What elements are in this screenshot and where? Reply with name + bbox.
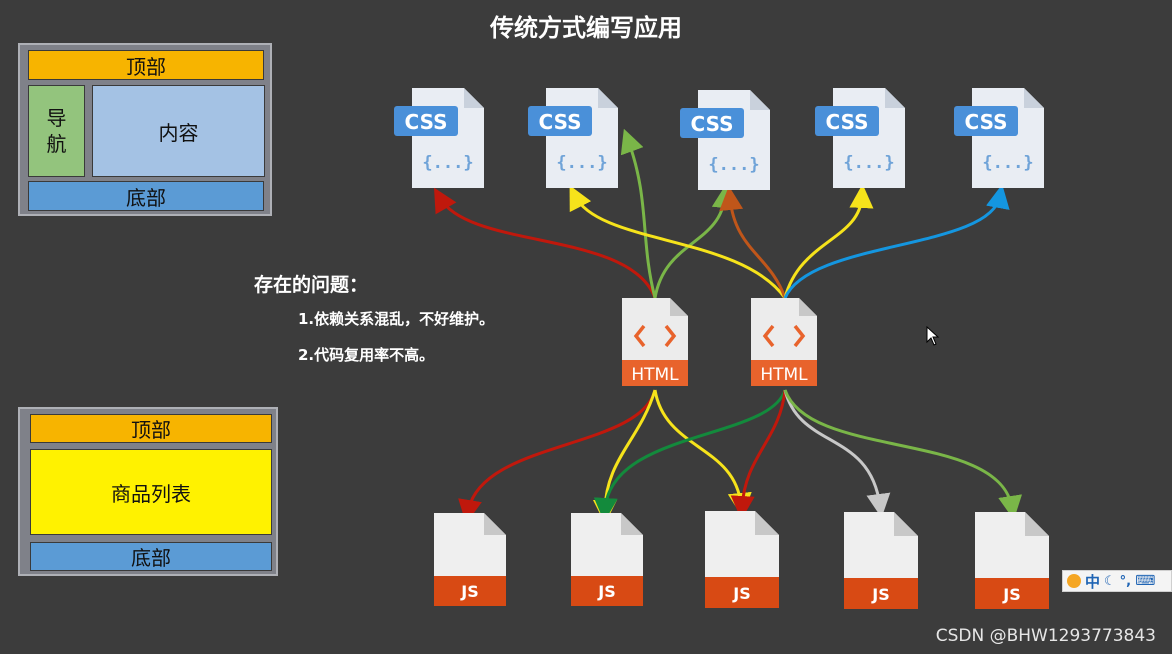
js-badge-label: JS bbox=[597, 582, 615, 601]
css-badge-label: CSS bbox=[405, 110, 448, 134]
header-block: 顶部 bbox=[28, 50, 264, 80]
css-badge-label: CSS bbox=[826, 110, 869, 134]
ime-logo-icon bbox=[1067, 574, 1081, 588]
html-file-icon: HTML bbox=[622, 298, 690, 388]
layout-diagram-2: 顶部 商品列表 底部 bbox=[18, 407, 278, 576]
css-badge-label: CSS bbox=[965, 110, 1008, 134]
punctuation-icon[interactable]: °, bbox=[1119, 573, 1132, 589]
watermark: CSDN @BHW1293773843 bbox=[935, 626, 1156, 646]
ime-toolbar[interactable]: 中 ☾ °, ⌨ bbox=[1062, 570, 1172, 592]
js-file-icon: JS bbox=[844, 512, 920, 610]
footer-block: 底部 bbox=[28, 181, 264, 211]
page-title: 传统方式编写应用 bbox=[490, 14, 682, 42]
css-badge-label: CSS bbox=[539, 110, 582, 134]
css-body-glyph: {...} bbox=[843, 153, 894, 173]
moon-icon[interactable]: ☾ bbox=[1104, 573, 1116, 589]
css-body-glyph: {...} bbox=[556, 153, 607, 173]
js-file-icon: JS bbox=[975, 512, 1051, 610]
css-body-glyph: {...} bbox=[982, 153, 1033, 173]
css-file-icon: CSS {...} bbox=[680, 90, 772, 202]
css-file-icon: CSS {...} bbox=[815, 88, 907, 200]
css-body-glyph: {...} bbox=[422, 153, 473, 173]
keyboard-icon[interactable]: ⌨ bbox=[1135, 573, 1156, 589]
css-body-glyph: {...} bbox=[708, 155, 759, 175]
html-badge-label: HTML bbox=[760, 365, 808, 385]
problem-item-1: 1.依赖关系混乱，不好维护。 bbox=[298, 310, 495, 328]
js-badge-label: JS bbox=[871, 585, 889, 604]
js-file-icon: JS bbox=[705, 511, 781, 609]
js-file-icon: JS bbox=[571, 513, 647, 611]
footer-block: 底部 bbox=[30, 542, 272, 571]
nav-block: 导 航 bbox=[28, 85, 85, 177]
header-block: 顶部 bbox=[30, 414, 272, 443]
js-file-icon: JS bbox=[434, 513, 510, 611]
css-file-icon: CSS {...} bbox=[394, 88, 486, 200]
problem-item-2: 2.代码复用率不高。 bbox=[298, 346, 435, 364]
mouse-cursor-icon bbox=[926, 326, 940, 346]
js-badge-label: JS bbox=[732, 584, 750, 603]
html-badge-label: HTML bbox=[631, 365, 679, 385]
product-list-block: 商品列表 bbox=[30, 449, 272, 535]
content-block: 内容 bbox=[92, 85, 265, 177]
problems-heading: 存在的问题： bbox=[254, 274, 369, 296]
js-badge-label: JS bbox=[460, 582, 478, 601]
css-file-icon: CSS {...} bbox=[954, 88, 1046, 200]
html-file-icon: HTML bbox=[751, 298, 819, 388]
ime-language-toggle[interactable]: 中 bbox=[1085, 572, 1101, 591]
js-badge-label: JS bbox=[1002, 585, 1020, 604]
css-file-icon: CSS {...} bbox=[528, 88, 620, 200]
layout-diagram-1: 顶部 导 航 内容 底部 bbox=[18, 43, 272, 216]
css-badge-label: CSS bbox=[691, 112, 734, 136]
